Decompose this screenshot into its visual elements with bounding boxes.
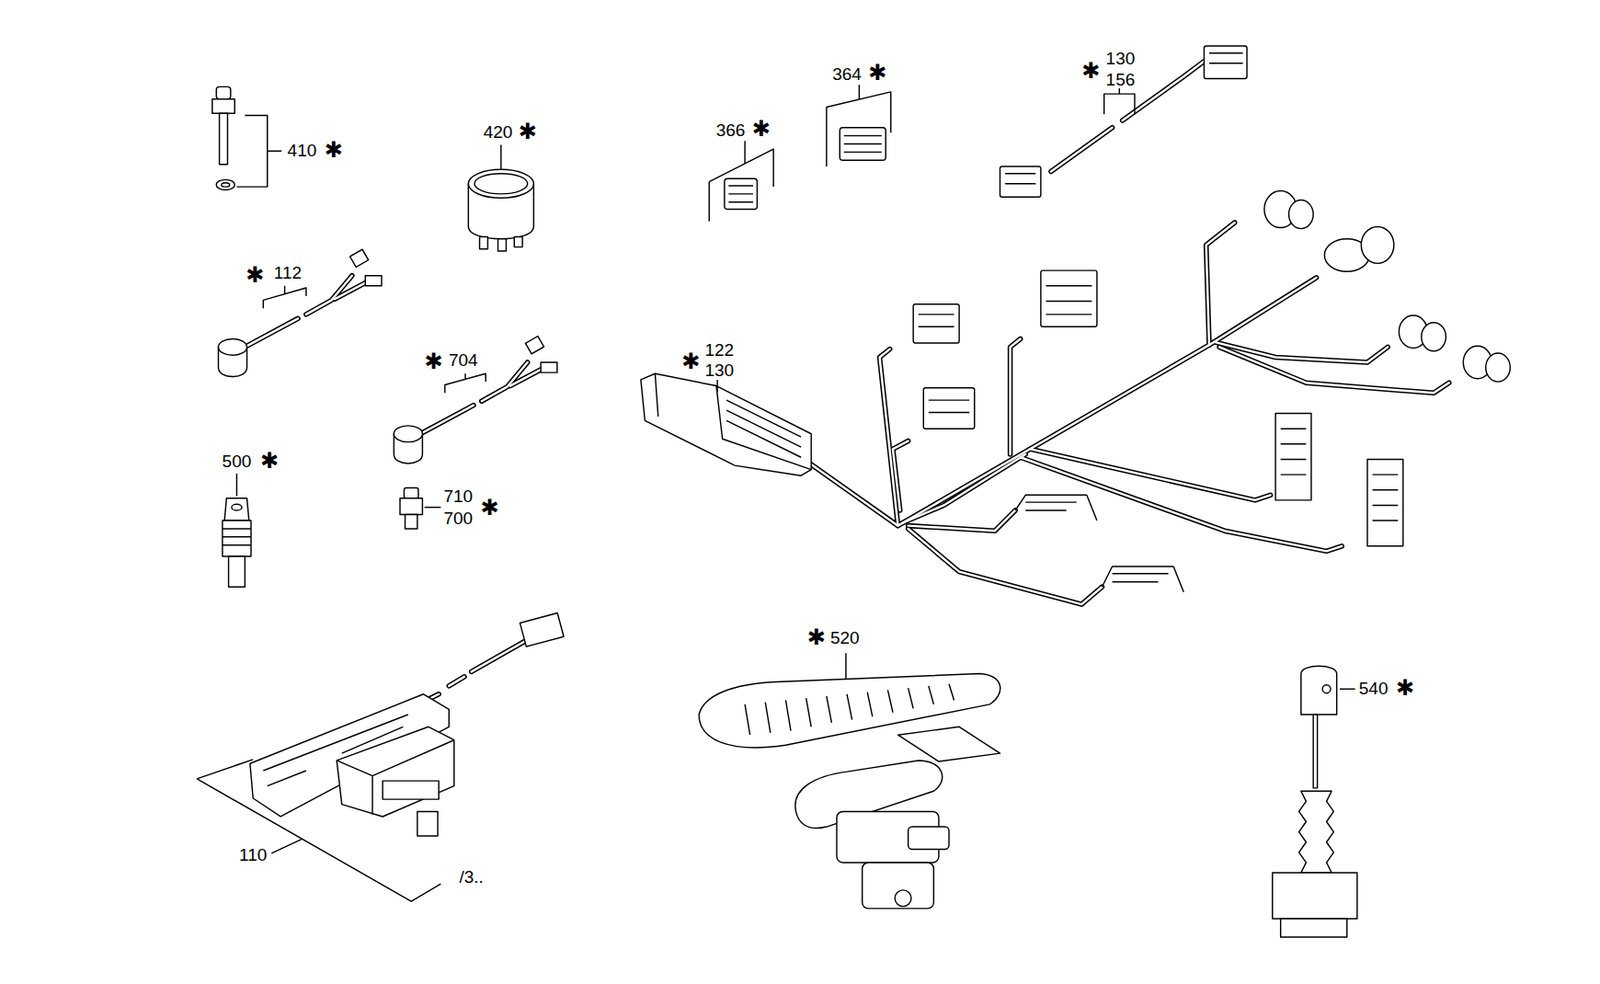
- callout-number: 520: [828, 628, 862, 648]
- callout-number: ✱: [259, 449, 280, 473]
- callout-number: 130: [1104, 49, 1138, 69]
- callout-number: ✱: [480, 496, 501, 520]
- callout-number: ✱: [1394, 676, 1416, 700]
- callout-number: 122: [702, 341, 736, 360]
- callout-number: 364: [830, 65, 864, 84]
- callout-number: 420: [481, 123, 515, 142]
- callout-number: ✱: [244, 263, 265, 287]
- callout-number: 540: [1357, 679, 1391, 698]
- parts: [196, 45, 1510, 938]
- callout-number: 366: [714, 121, 748, 140]
- callout-number: 156: [1104, 70, 1138, 90]
- callout-number: ✱: [323, 139, 344, 163]
- callout-number: 110: [237, 845, 269, 865]
- callout-number: 700: [441, 509, 475, 528]
- callout-number: ✱: [423, 350, 445, 374]
- callout-number: 410: [285, 141, 320, 160]
- callout-number: 112: [272, 263, 304, 283]
- callout-number: 130: [702, 361, 736, 380]
- callout-number: 710: [441, 487, 475, 506]
- callout-number: 500: [220, 452, 254, 471]
- callout-number: ✱: [1080, 59, 1101, 83]
- callout-number: /3..: [457, 868, 485, 887]
- callout-number: 704: [446, 351, 480, 370]
- callout-number: ✱: [680, 350, 701, 374]
- callout-number: ✱: [517, 121, 538, 145]
- callout-number: ✱: [751, 117, 772, 141]
- callout-number: ✱: [806, 626, 827, 650]
- cables: [244, 61, 1449, 700]
- callout-number: ✱: [867, 61, 888, 85]
